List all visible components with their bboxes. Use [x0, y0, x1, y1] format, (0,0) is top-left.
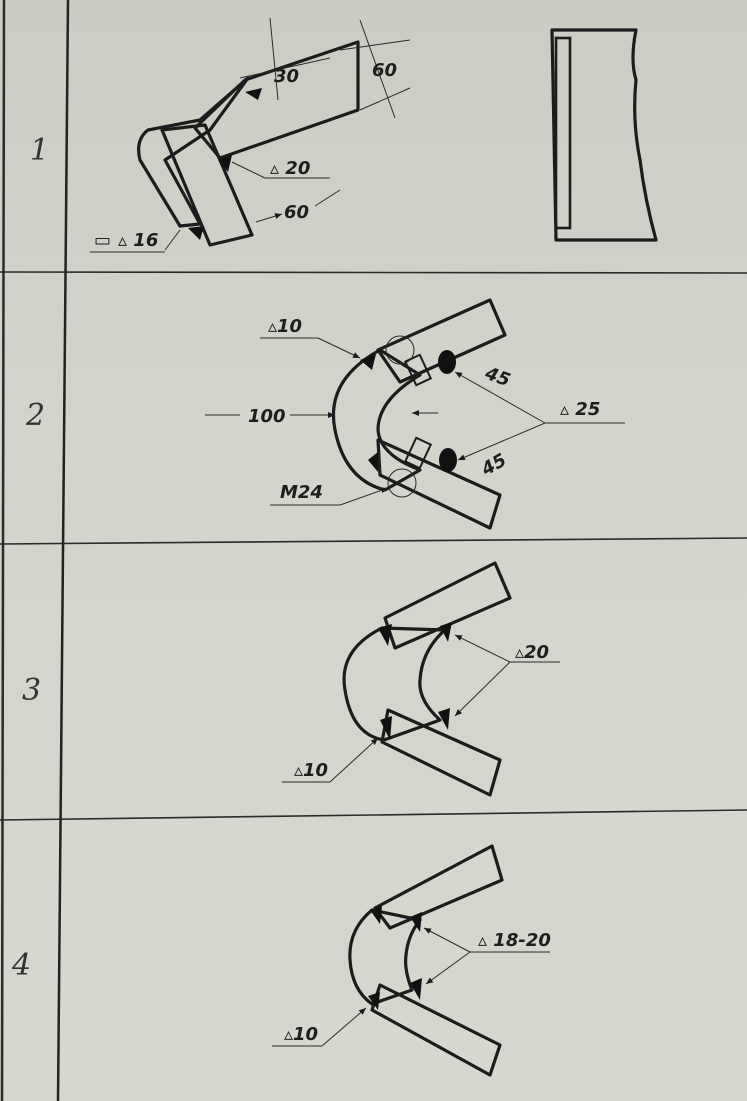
row-1-weld-inner: ▵ 20: [270, 158, 310, 179]
row-1-dim-right: 60: [372, 60, 397, 81]
row-4-weld-right: ▵ 18-20: [478, 930, 551, 951]
row-1-dim-bottom: 60: [284, 202, 309, 223]
row-1-side-view: [550, 28, 658, 242]
row-3-curved-joint: [282, 561, 560, 797]
row-2-dim-width: 100: [248, 406, 286, 427]
row-4-curved-joint: [272, 844, 550, 1077]
row-3-weld-left: ▵10: [294, 760, 328, 781]
row-4-weld-left: ▵10: [284, 1024, 318, 1045]
row-2-angle-top: 45: [481, 363, 513, 392]
row-number-3: 3: [22, 673, 41, 708]
row-2-weld-right: ▵ 25: [560, 399, 600, 420]
row-1-dim-top: 30: [274, 66, 299, 87]
row-2-bolt: M24: [280, 482, 323, 503]
row-2-curved-joint: [205, 298, 625, 530]
row-number-4: 4: [11, 948, 31, 983]
row-2-weld-left: ▵10: [268, 316, 302, 337]
row-1-weld-outer: ▵ 16: [118, 230, 158, 251]
row-3-weld-right: ▵20: [515, 642, 549, 663]
row-number-1: 1: [30, 133, 49, 168]
row-2-angle-bottom: 45: [477, 450, 510, 481]
row-number-2: 2: [25, 398, 45, 433]
row-1-weld-outer-symbol: ▭: [94, 230, 111, 251]
row-1-corner-joint: [90, 17, 411, 253]
